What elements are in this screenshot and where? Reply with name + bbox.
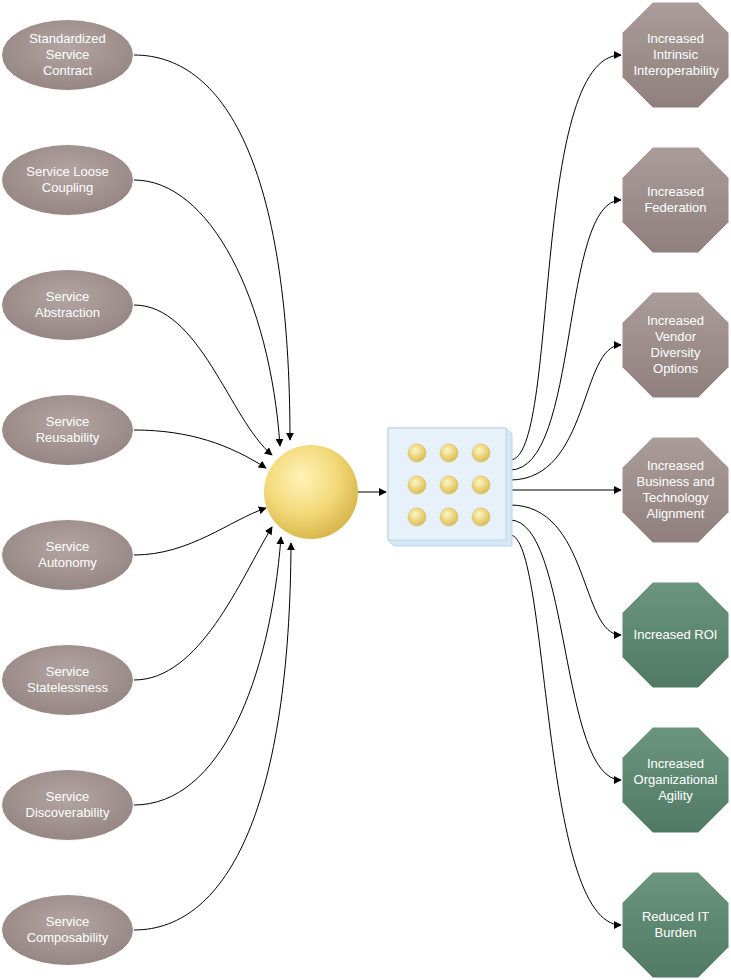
goal-octagon: Increased Organizational Agility xyxy=(622,727,729,833)
node-label: Service Discoverability xyxy=(23,789,113,821)
node-label: Service Composability xyxy=(23,914,113,946)
goal-octagon: Increased Business and Technology Alignm… xyxy=(622,437,729,543)
node-label: Increased Intrinsic Interoperability xyxy=(634,31,718,79)
goal-octagon: Reduced IT Burden xyxy=(622,872,729,978)
node-label: Service Abstraction xyxy=(23,289,113,321)
goal-octagon: Increased Vendor Diversity Options xyxy=(622,292,729,398)
node-label: Standardized Service Contract xyxy=(23,31,113,79)
principle-ellipse: Service Reusability xyxy=(1,394,134,466)
principle-ellipse: Service Loose Coupling xyxy=(1,144,134,216)
node-label: Service Statelessness xyxy=(23,664,113,696)
principle-ellipse: Standardized Service Contract xyxy=(1,19,134,91)
node-label: Service Reusability xyxy=(23,414,113,446)
node-label: Increased Federation xyxy=(634,184,718,216)
principle-ellipse: Service Autonomy xyxy=(1,519,134,591)
goal-octagon: Increased Federation xyxy=(622,147,729,253)
node-label: Increased ROI xyxy=(634,627,718,643)
node-label: Reduced IT Burden xyxy=(634,909,718,941)
principle-ellipse: Service Discoverability xyxy=(1,769,134,841)
goal-octagon: Increased ROI xyxy=(622,582,729,688)
node-label: Increased Organizational Agility xyxy=(634,756,718,804)
principle-ellipse: Service Composability xyxy=(1,894,134,966)
principle-ellipse: Service Statelessness xyxy=(1,644,134,716)
goal-octagon: Increased Intrinsic Interoperability xyxy=(622,2,729,108)
node-label: Increased Business and Technology Alignm… xyxy=(634,458,718,522)
node-label: Increased Vendor Diversity Options xyxy=(634,313,718,377)
node-label: Service Autonomy xyxy=(23,539,113,571)
principle-ellipse: Service Abstraction xyxy=(1,269,134,341)
node-label: Service Loose Coupling xyxy=(23,164,113,196)
